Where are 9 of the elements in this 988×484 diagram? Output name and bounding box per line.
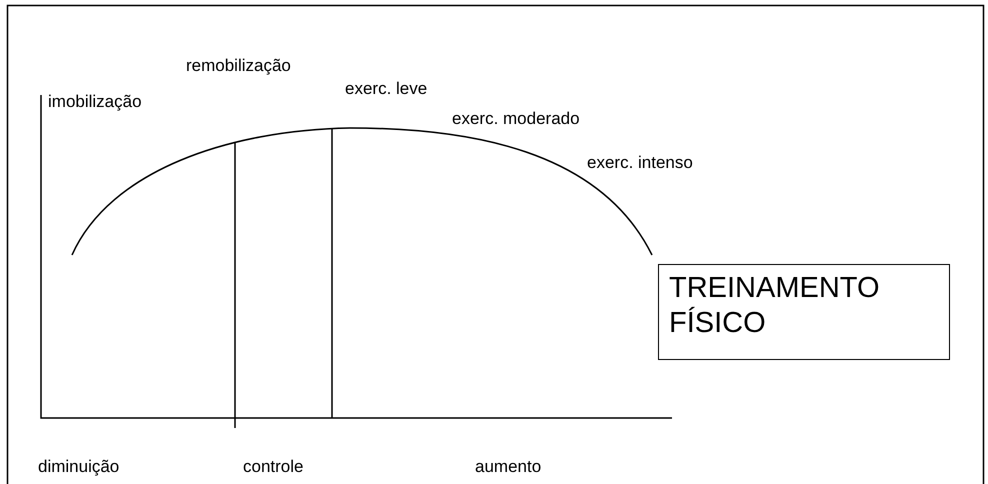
axis-label: exerc. leve	[345, 80, 428, 97]
axis-label: exerc. moderado	[452, 110, 580, 127]
title-box: TREINAMENTO FÍSICO	[658, 264, 950, 360]
axis-label: diminuição	[38, 458, 120, 475]
axis-label: exerc. intenso	[587, 154, 693, 171]
axis-label: remobilização	[186, 57, 291, 74]
axis-label: controle	[243, 458, 304, 475]
axis-label: imobilização	[48, 93, 142, 110]
axis-label: aumento	[475, 458, 542, 475]
